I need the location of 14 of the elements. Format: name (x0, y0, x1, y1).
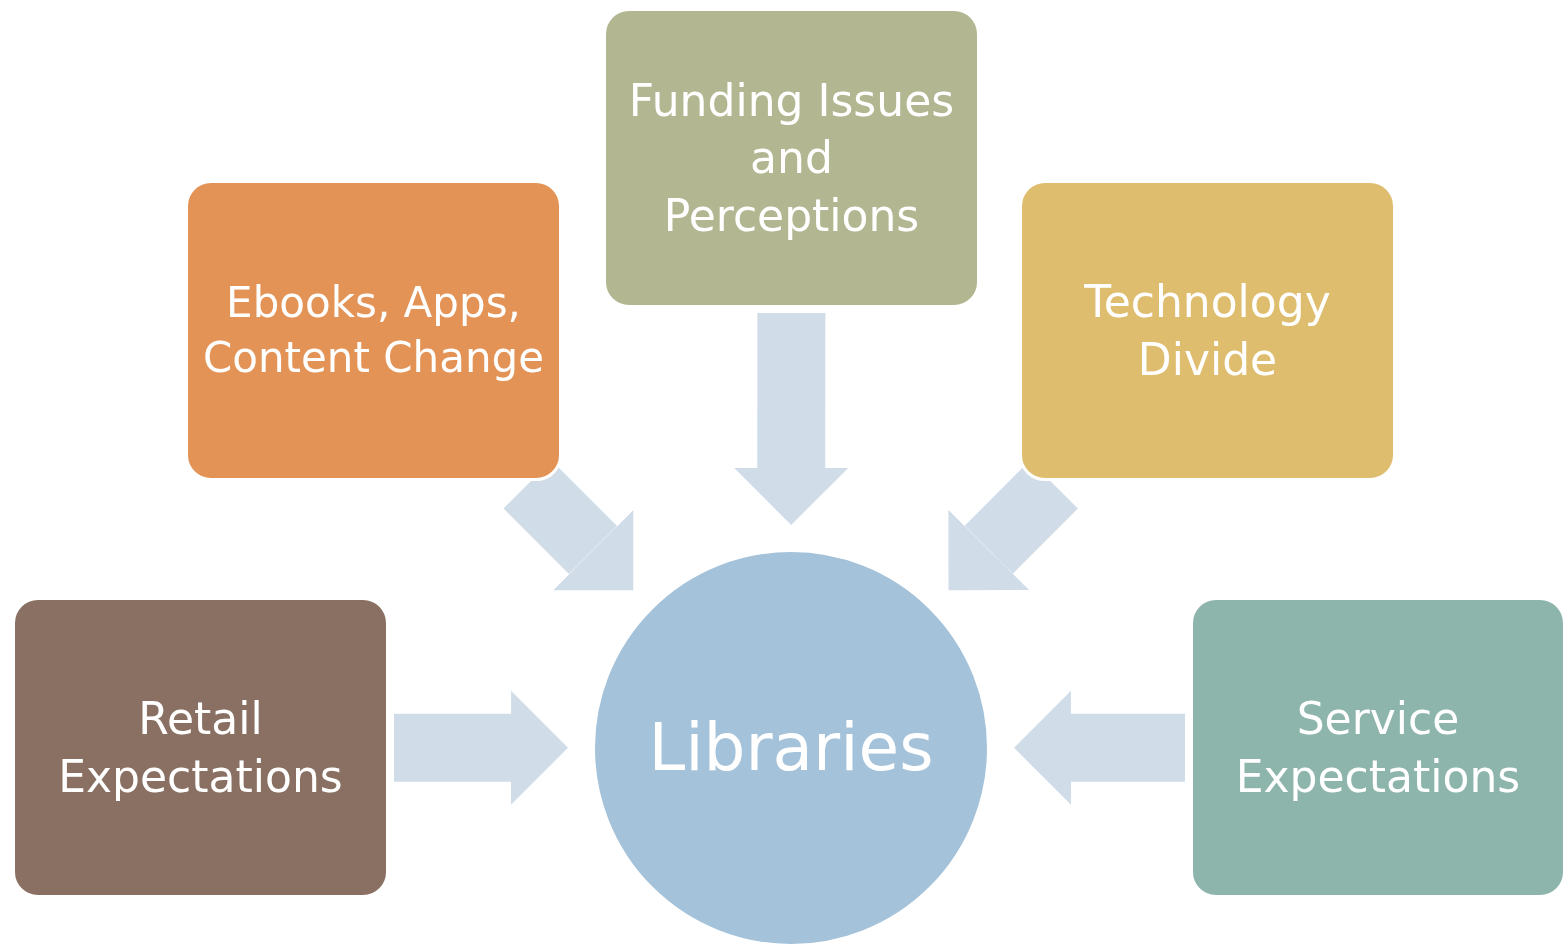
topic-box (1019, 180, 1396, 481)
box-label: Technology Divide (1083, 275, 1332, 387)
topic-box (12, 597, 389, 898)
box-label: Retail Expectations (57, 692, 344, 804)
box-label: Funding Issues and Perceptions (627, 74, 956, 243)
box-label: Service Expectations (1234, 692, 1522, 804)
box-label: Ebooks, Apps, Content Change (201, 276, 546, 384)
topic-box (603, 8, 980, 308)
topic-box (185, 180, 562, 481)
block-arrow (393, 690, 568, 805)
topic-box (1190, 597, 1566, 898)
block-arrow (734, 313, 849, 525)
block-arrow (1014, 690, 1186, 805)
center-label: Libraries (648, 708, 934, 789)
